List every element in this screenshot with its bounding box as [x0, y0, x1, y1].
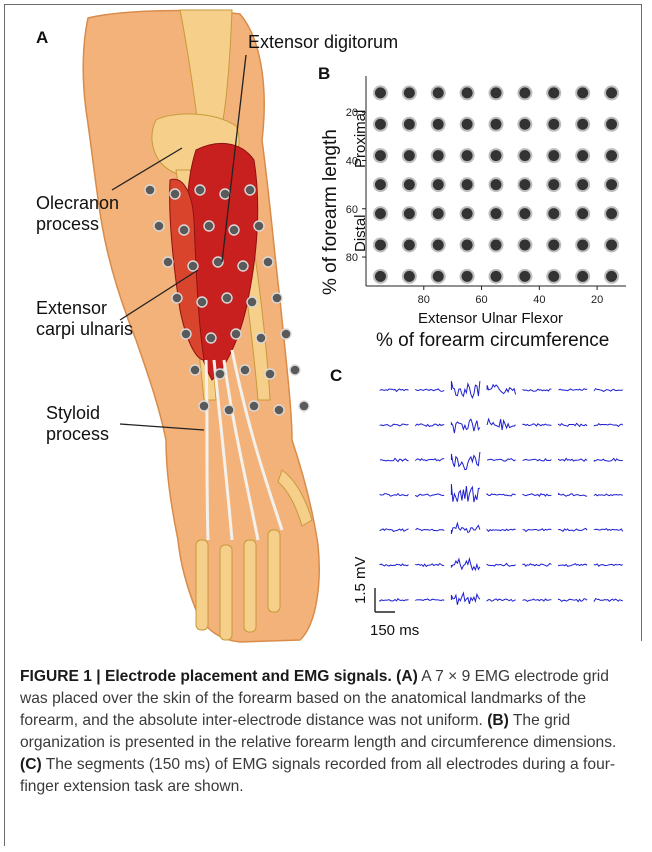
- emg-trace-segment: [451, 452, 480, 470]
- emg-trace-segment: [416, 389, 445, 391]
- emg-trace-segment: [594, 564, 623, 566]
- emg-trace-segment: [487, 529, 515, 531]
- emg-trace-segment: [559, 528, 588, 531]
- caption-b-tag: (B): [487, 712, 509, 729]
- emg-trace-segment: [559, 389, 588, 391]
- emg-trace-segment: [451, 419, 480, 433]
- caption-c-tag: (C): [20, 756, 42, 773]
- emg-trace-segment: [451, 593, 480, 605]
- caption-a-tag: (A): [396, 668, 418, 685]
- emg-trace-segment: [380, 458, 409, 461]
- emg-trace-segment: [416, 459, 445, 461]
- caption-label: FIGURE 1 | Electrode placement and EMG s…: [20, 668, 392, 685]
- emg-trace-segment: [487, 385, 515, 395]
- emg-trace-segment: [523, 564, 552, 567]
- emg-trace-segment: [416, 564, 445, 567]
- emg-trace-segment: [594, 494, 623, 496]
- emg-trace-segment: [594, 389, 623, 392]
- emg-trace-segment: [451, 523, 480, 534]
- emg-trace-segment: [487, 494, 515, 496]
- emg-traces: [0, 0, 652, 652]
- emg-trace-segment: [416, 424, 445, 427]
- emg-trace-segment: [559, 423, 588, 426]
- emg-trace-segment: [594, 529, 623, 532]
- emg-trace-segment: [523, 459, 552, 461]
- emg-trace-segment: [380, 529, 409, 532]
- emg-trace-segment: [559, 599, 588, 602]
- emg-trace-segment: [523, 424, 552, 426]
- emg-trace-segment: [487, 599, 515, 601]
- emg-trace-segment: [487, 419, 515, 430]
- scale-voltage: 1.5 mV: [352, 556, 369, 604]
- emg-trace-segment: [559, 564, 588, 567]
- emg-trace-segment: [487, 459, 515, 462]
- emg-trace-segment: [380, 564, 409, 566]
- figure-frame-left-rule: [4, 640, 5, 846]
- emg-trace-segment: [380, 599, 409, 601]
- emg-trace-segment: [380, 494, 409, 497]
- emg-trace-segment: [523, 494, 552, 497]
- scale-time: 150 ms: [370, 622, 419, 639]
- emg-trace-segment: [380, 424, 409, 426]
- emg-trace-segment: [523, 529, 552, 532]
- emg-trace-segment: [559, 494, 588, 497]
- emg-trace-segment: [416, 494, 445, 497]
- figure-caption: FIGURE 1 | Electrode placement and EMG s…: [20, 666, 630, 798]
- caption-c-text: The segments (150 ms) of EMG signals rec…: [20, 756, 615, 795]
- emg-trace-segment: [416, 528, 445, 530]
- emg-trace-segment: [594, 458, 623, 461]
- emg-trace-segment: [380, 389, 409, 392]
- emg-trace-segment: [594, 424, 623, 427]
- emg-trace-segment: [523, 599, 552, 601]
- emg-trace-segment: [451, 559, 480, 570]
- emg-trace-segment: [416, 599, 445, 601]
- emg-trace-segment: [451, 381, 480, 398]
- emg-trace-segment: [559, 458, 588, 461]
- emg-trace-segment: [487, 563, 515, 566]
- emg-trace-segment: [594, 599, 623, 602]
- emg-trace-segment: [523, 389, 552, 391]
- emg-trace-segment: [451, 484, 480, 502]
